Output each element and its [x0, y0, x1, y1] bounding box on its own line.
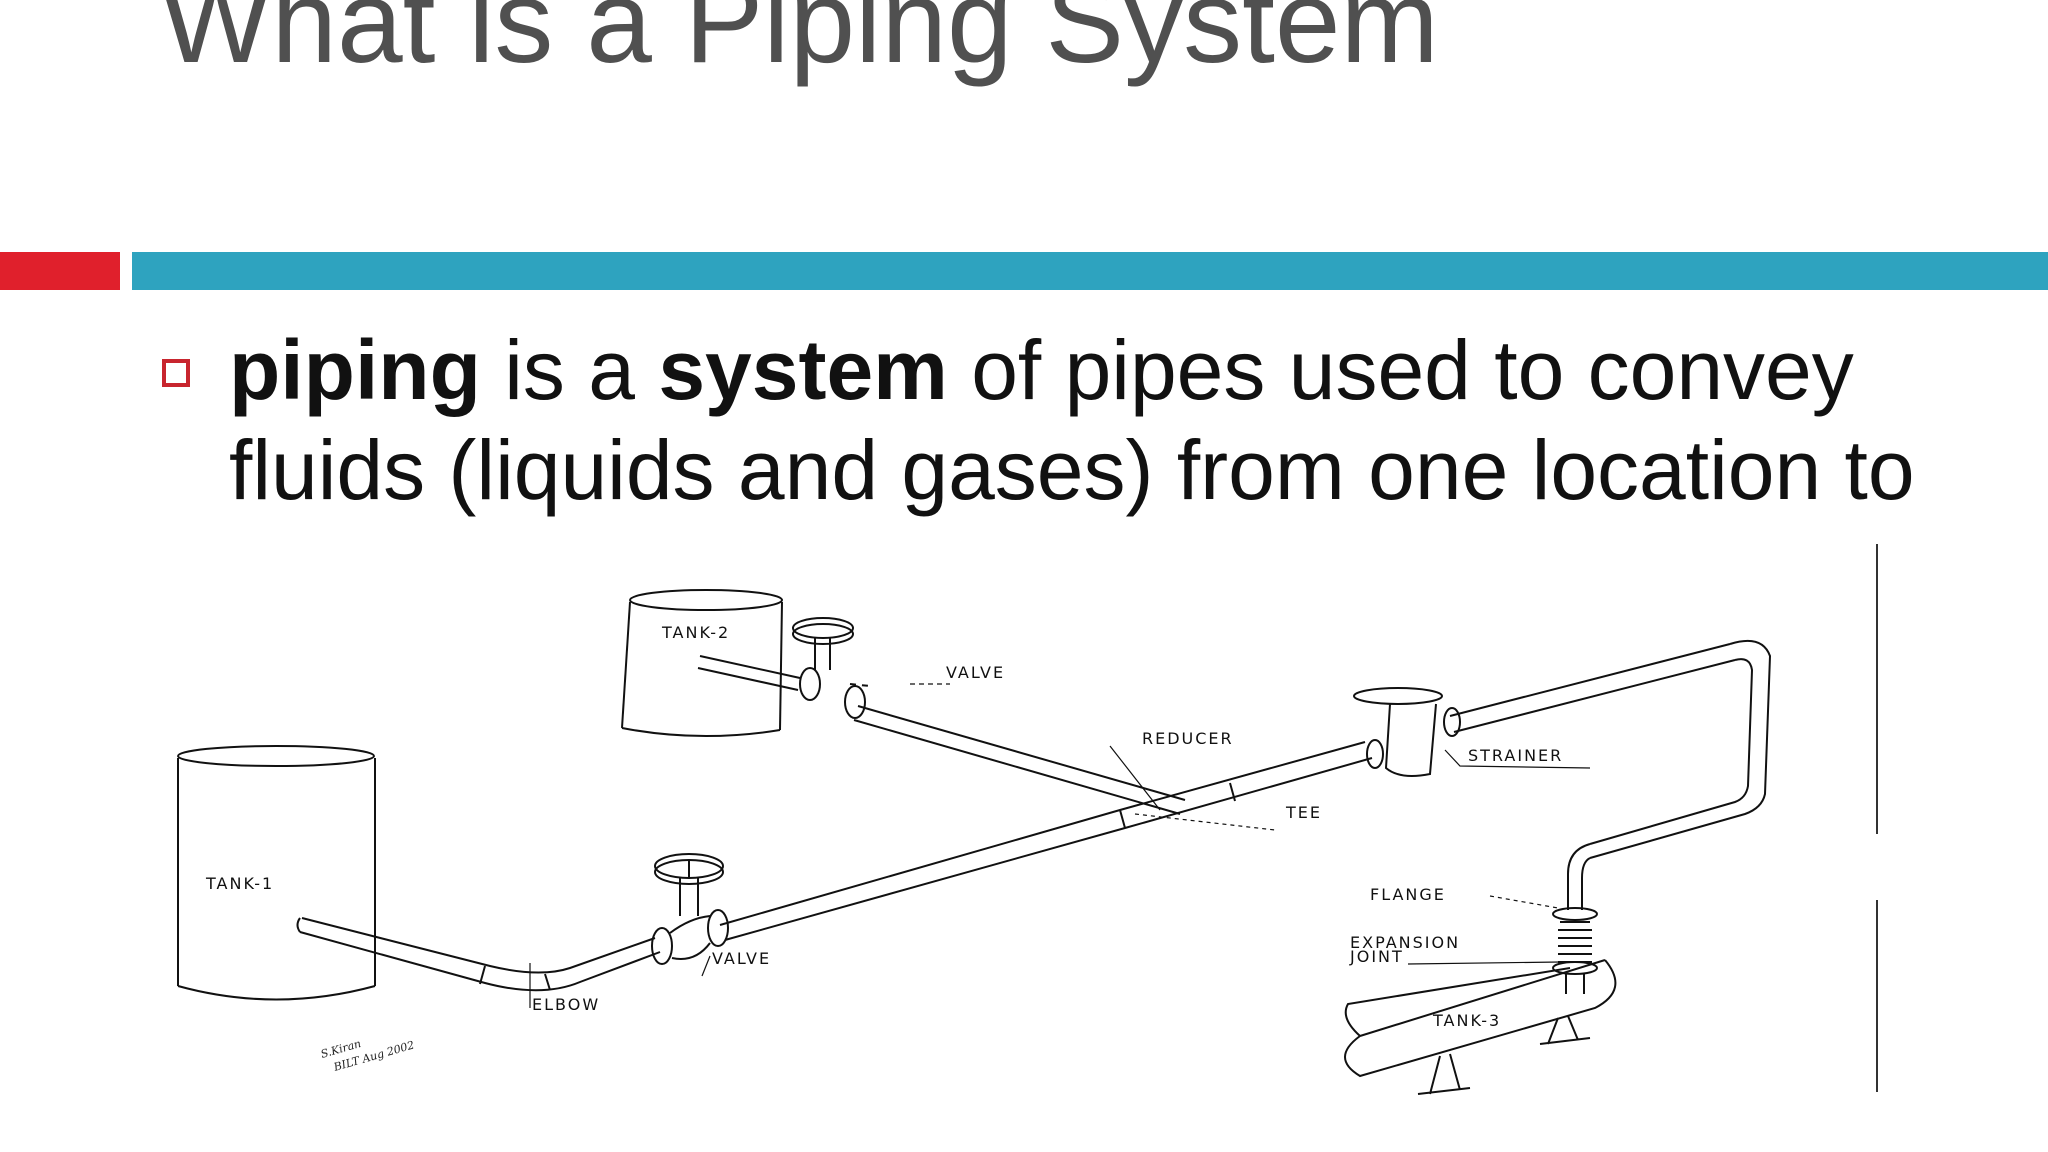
scan-edge-line — [1876, 900, 1878, 1092]
bold-term-system: system — [658, 323, 948, 417]
bullet-text: piping is a system of pipes used to conv… — [229, 320, 1989, 538]
label-flange: FLANGE — [1370, 885, 1446, 904]
label-elbow: ELBOW — [532, 995, 600, 1014]
label-valve-top: VALVE — [946, 663, 1005, 682]
strainer — [1353, 643, 1736, 777]
accent-bar-red — [0, 252, 120, 290]
label-tee: TEE — [1285, 803, 1322, 822]
pipe-riser — [1567, 640, 1772, 910]
bullet-text-part: is a — [480, 323, 659, 417]
tank-1 — [177, 745, 376, 1001]
valve-lower — [651, 853, 729, 965]
label-reducer: REDUCER — [1142, 729, 1234, 748]
label-tank-3: TANK-3 — [1432, 1011, 1501, 1030]
tank-3 — [1344, 959, 1617, 1095]
label-valve-bottom: VALVE — [712, 949, 771, 968]
label-strainer: STRAINER — [1468, 746, 1563, 765]
leader-lines — [529, 683, 1591, 1008]
label-expansion: EXPANSION — [1350, 933, 1460, 952]
pipe-run-lower — [296, 741, 1373, 992]
label-tank-1: TANK-1 — [205, 874, 274, 893]
label-tank-2: TANK-2 — [661, 623, 730, 642]
bullet-square-icon — [162, 359, 190, 387]
piping-diagram: TANK-1 TANK-2 TANK-3 VALVE VALVE REDUCER… — [150, 538, 1900, 1098]
accent-bar-teal — [132, 252, 2048, 290]
slide-title: What is a Piping System — [160, 0, 1439, 88]
bold-term-piping: piping — [229, 323, 481, 417]
expansion-joint — [1552, 907, 1598, 994]
scan-edge-line — [1876, 544, 1878, 834]
pipe-run-upper — [697, 617, 1186, 815]
label-joint: JOINT — [1349, 947, 1404, 966]
tank-2 — [621, 589, 783, 738]
bullet-text-part: of pipes used to convey fluids (liquids … — [229, 323, 1915, 538]
